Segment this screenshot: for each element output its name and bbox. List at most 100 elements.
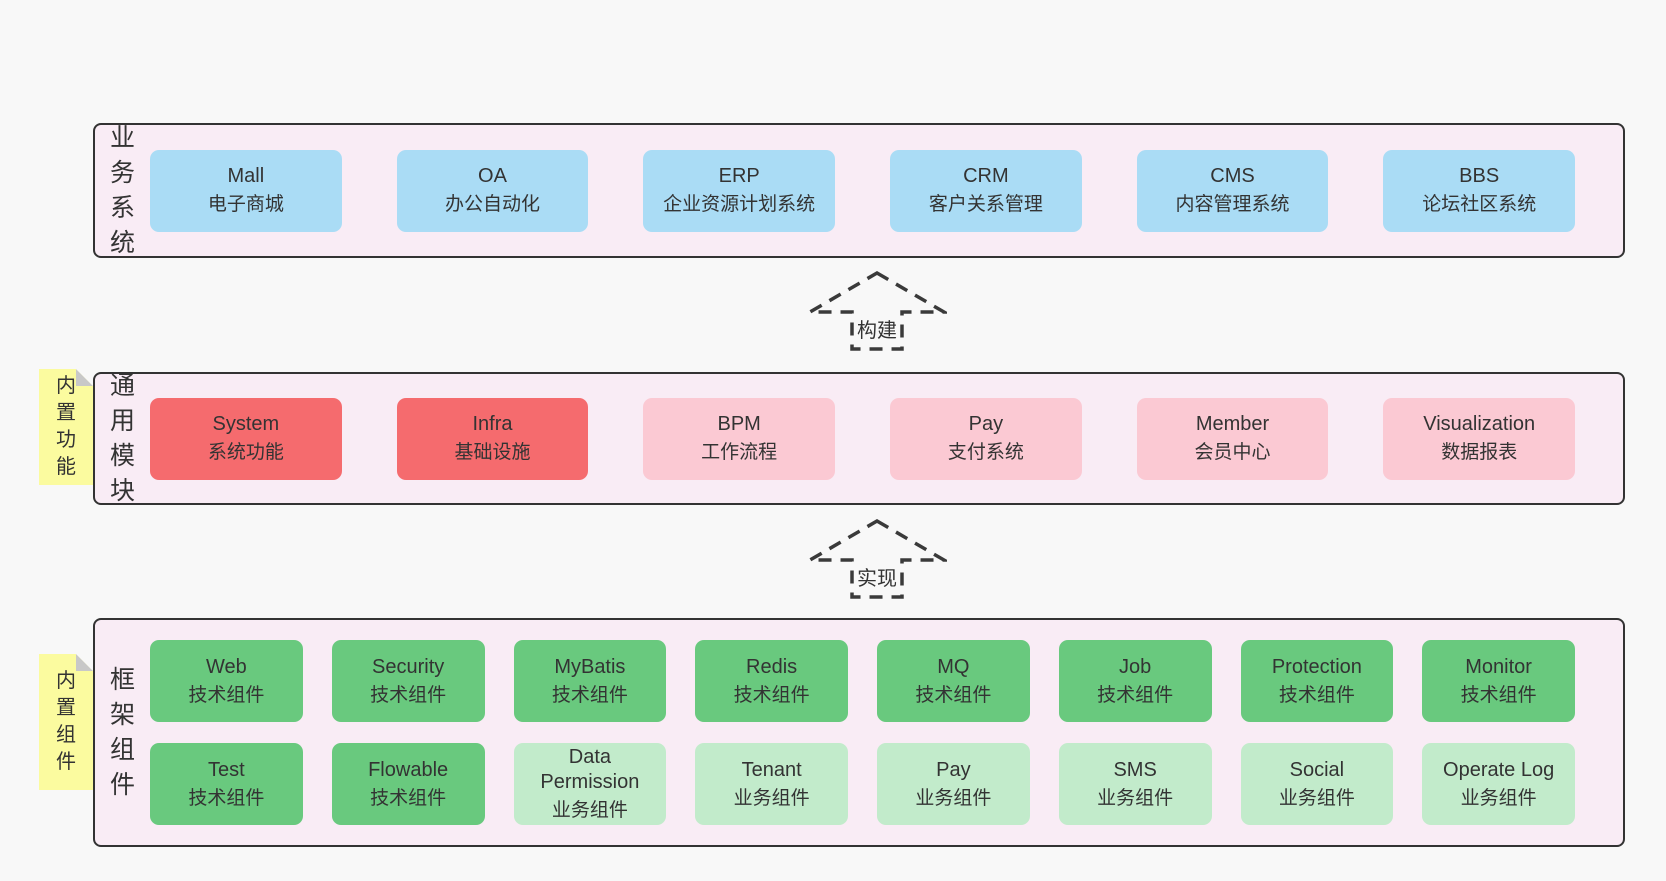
box-subtitle: 数据报表 (1441, 442, 1518, 464)
box-subtitle: 系统功能 (207, 442, 284, 464)
box-job: Job 技术组件 (1058, 640, 1212, 722)
box-title: BPM (717, 413, 761, 436)
box-title: Security (372, 655, 445, 678)
box-title: Monitor (1465, 655, 1532, 678)
box-redis: Redis 技术组件 (695, 640, 848, 722)
box-title: ERP (718, 165, 760, 188)
box-title: Test (208, 758, 245, 781)
box-subtitle: 技术组件 (188, 787, 265, 809)
box-test: Test 技术组件 (150, 743, 303, 825)
box-subtitle: 会员中心 (1194, 442, 1271, 464)
arrow-label: 实现 (854, 562, 900, 591)
box-title: Tenant (741, 758, 802, 781)
arrow-up-build: 构建 (807, 270, 947, 352)
section-label: 框架组件 (109, 665, 135, 799)
box-flowable: Flowable 技术组件 (331, 743, 485, 825)
box-cms: CMS 内容管理系统 (1136, 149, 1329, 232)
box-title: BBS (1459, 165, 1500, 188)
box-member: Member 会员中心 (1136, 397, 1329, 480)
box-subtitle: 技术组件 (551, 684, 628, 706)
box-title: Job (1119, 655, 1152, 678)
box-title: Redis (746, 655, 798, 678)
box-title: Mall (227, 165, 265, 188)
box-subtitle: 技术组件 (915, 684, 992, 706)
section-label: 通用模块 (109, 371, 135, 505)
box-title: Visualization (1423, 413, 1536, 436)
box-subtitle: 客户关系管理 (928, 194, 1043, 216)
box-mq: MQ 技术组件 (877, 640, 1030, 722)
box-subtitle: 技术组件 (1460, 684, 1537, 706)
box-data-permission: Data Permission 业务组件 (513, 743, 667, 825)
box-title: Protection (1271, 655, 1362, 678)
box-subtitle: 技术组件 (188, 684, 265, 706)
box-title: MyBatis (554, 655, 626, 678)
dashed-up-arrow-icon (807, 270, 947, 351)
box-bbs: BBS 论坛社区系统 (1383, 149, 1576, 232)
sticky-note-builtin-features: 内置功能 (39, 369, 93, 485)
box-social: Social 业务组件 (1240, 743, 1394, 825)
box-subtitle: 技术组件 (733, 684, 810, 706)
box-subtitle: 业务组件 (1278, 787, 1355, 809)
box-subtitle: 业务组件 (1097, 787, 1174, 809)
box-title: Pay (936, 758, 971, 781)
box-subtitle: 论坛社区系统 (1422, 194, 1537, 216)
box-subtitle: 业务组件 (1460, 787, 1537, 809)
box-sms: SMS 业务组件 (1058, 743, 1212, 825)
box-subtitle: 业务组件 (733, 787, 810, 809)
dashed-up-arrow-icon (807, 518, 947, 599)
box-subtitle: 技术组件 (1278, 684, 1355, 706)
box-subtitle: 内容管理系统 (1175, 194, 1290, 216)
box-subtitle: 业务组件 (551, 800, 628, 822)
box-mybatis: MyBatis 技术组件 (513, 640, 667, 722)
box-monitor: Monitor 技术组件 (1422, 640, 1575, 722)
box-mall: Mall 电子商城 (150, 149, 342, 232)
box-bpm: BPM 工作流程 (643, 397, 836, 480)
box-subtitle: 电子商城 (207, 194, 284, 216)
box-subtitle: 支付系统 (947, 442, 1024, 464)
box-crm: CRM 客户关系管理 (890, 149, 1082, 232)
box-subtitle: 业务组件 (915, 787, 992, 809)
box-title: Data Permission (540, 746, 640, 794)
box-web: Web 技术组件 (150, 640, 303, 722)
box-visualization: Visualization 数据报表 (1383, 397, 1576, 480)
arrow-label: 构建 (854, 314, 900, 343)
box-subtitle: 基础设施 (454, 442, 531, 464)
box-title: Operate Log (1443, 758, 1555, 781)
sticky-note-label: 内置功能 (56, 375, 76, 478)
box-protection: Protection 技术组件 (1240, 640, 1394, 722)
box-infra: Infra 基础设施 (396, 397, 589, 480)
box-tenant: Tenant 业务组件 (695, 743, 848, 825)
box-title: CMS (1210, 165, 1255, 188)
sticky-note-label: 内置组件 (56, 670, 76, 773)
box-subtitle: 办公自动化 (445, 194, 541, 216)
sticky-note-builtin-components: 内置组件 (39, 654, 93, 790)
box-title: MQ (937, 655, 970, 678)
box-pay: Pay 业务组件 (877, 743, 1030, 825)
box-title: CRM (963, 165, 1009, 188)
box-title: Flowable (368, 758, 449, 781)
box-subtitle: 技术组件 (370, 787, 447, 809)
box-subtitle: 企业资源计划系统 (663, 194, 816, 216)
box-title: Member (1195, 413, 1270, 436)
box-title: SMS (1113, 758, 1157, 781)
box-subtitle: 工作流程 (701, 442, 778, 464)
arrow-up-implement: 实现 (807, 518, 947, 600)
box-erp: ERP 企业资源计划系统 (643, 149, 836, 232)
box-subtitle: 技术组件 (1097, 684, 1174, 706)
box-title: Web (205, 655, 247, 678)
box-title: Social (1289, 758, 1345, 781)
box-title: Infra (472, 413, 513, 436)
